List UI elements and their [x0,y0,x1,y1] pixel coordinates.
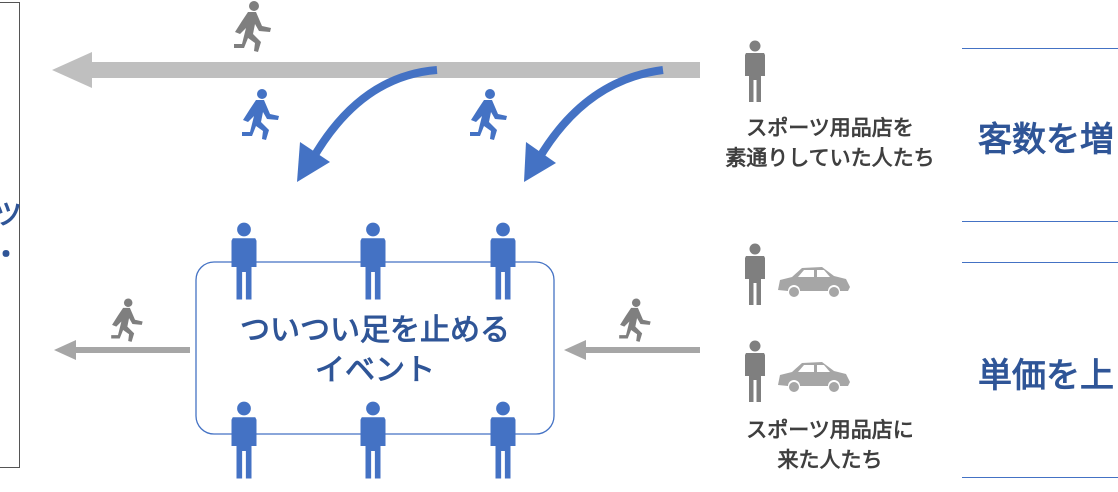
car-icon [778,362,850,392]
standing-person-icon [745,40,765,102]
curved-arrow-icon [297,66,438,182]
passersby-label: スポーツ用品店を 素通りしていた人たち [712,113,948,173]
passersby-label-line2: 素通りしていた人たち [725,146,935,170]
divider [962,48,1118,49]
event-label-line1: ついつい足を止める [240,313,510,348]
car-icon [778,267,850,297]
standing-person-icon [231,401,257,479]
right-top-heading: 客数を増 [978,120,1114,160]
right-bottom-heading: 単価を上 [978,356,1114,396]
exit-arrow [54,340,190,360]
standing-person-icon [360,222,386,300]
running-person-icon [111,298,143,342]
left-panel-frame [0,2,20,468]
standing-person-icon [231,222,257,300]
curved-arrow-icon [524,66,664,182]
visitors-label-line1: スポーツ用品店に [746,418,914,442]
event-label: ついつい足を止める イベント [196,311,554,391]
standing-person-icon [490,401,516,479]
visitors-label: スポーツ用品店に 来た人たち [712,415,948,475]
divider [962,221,1118,222]
standing-person-icon [745,243,765,305]
left-edge-char-1: ツ [0,198,23,231]
standing-person-icon [360,401,386,479]
running-person-icon [619,298,651,342]
visitors-label-line2: 来た人たち [777,448,883,472]
passersby-label-line1: スポーツ用品店を [746,116,914,140]
divider [962,477,1118,478]
event-label-line2: イベント [315,353,435,388]
entry-arrow [564,340,700,360]
running-person-icon [242,89,279,140]
left-edge-char-2: ・ [0,233,20,273]
standing-person-icon [745,340,765,402]
running-person-icon [234,1,271,52]
standing-person-icon [490,222,516,300]
divider [962,262,1118,263]
top-flow-arrow [52,52,700,88]
running-person-icon [470,89,507,140]
